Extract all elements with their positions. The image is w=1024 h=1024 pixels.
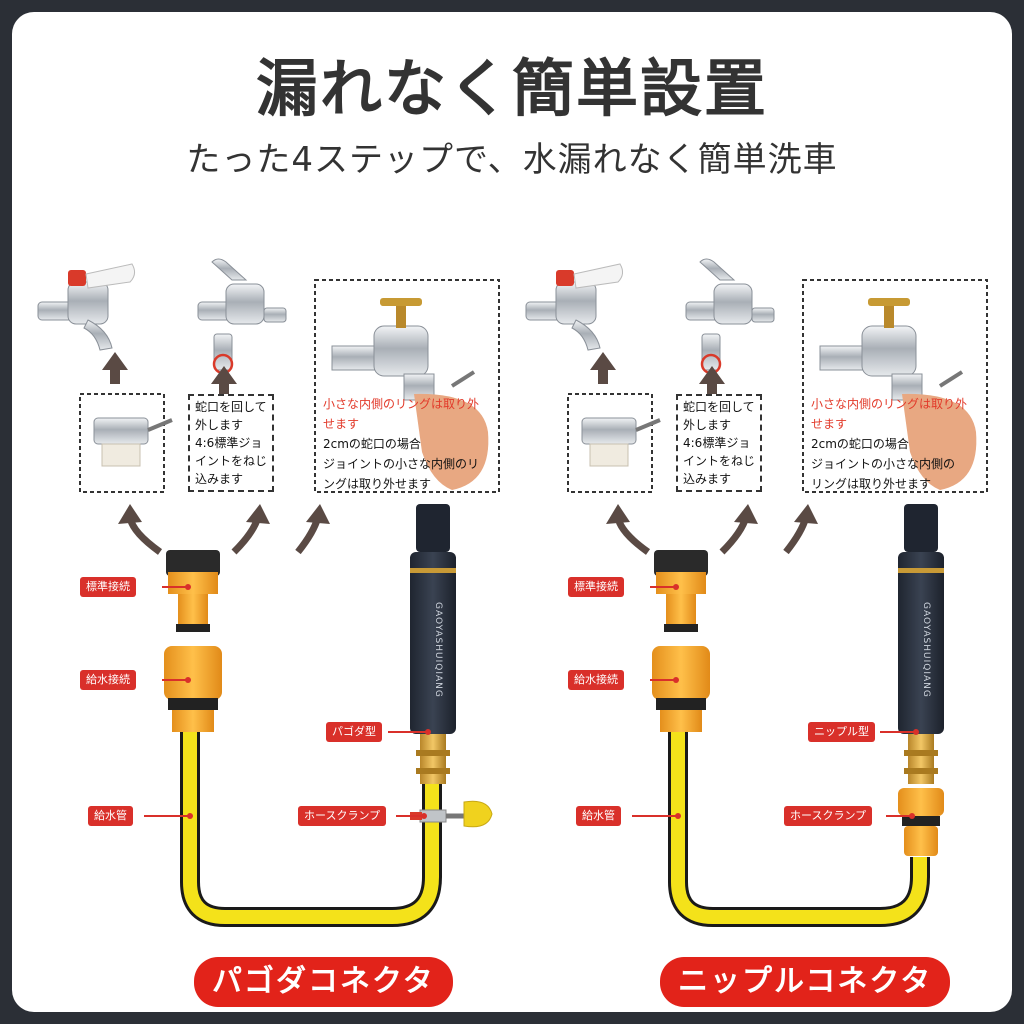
step-note: 蛇口を回して 外します 4:6標準ジョ イントをねじ 込みます (188, 394, 274, 492)
label-connector-type: パゴダ型 (326, 722, 382, 742)
standard-connector (166, 550, 220, 632)
label-hose-clamp: ホースクランプ (298, 806, 387, 826)
nipple-panel: GAOYASHUIQIANG (525, 258, 988, 927)
faucet-note: 小さな内側のリングは取り外 せます 2cmの蛇口の場合 ジョイントの小さな内側の… (323, 397, 480, 491)
faucet-image (525, 263, 624, 351)
pagoda-panel: GAOYASHUIQIANG (37, 258, 500, 927)
hose-clamp-connector (898, 788, 944, 856)
label-connector-type: ニップル型 (808, 722, 875, 742)
arrow-up-icon (102, 352, 128, 384)
supply-connector (164, 646, 222, 732)
label-hose-clamp: ホースクランプ (784, 806, 873, 826)
label-standard-connection: 標準接続 (568, 577, 624, 597)
faucet-image (197, 258, 287, 375)
label-supply-pipe: 給水管 (88, 806, 133, 826)
curved-arrow-icon (783, 504, 818, 555)
label-standard-connection: 標準接続 (80, 577, 136, 597)
label-supply-connection: 給水接続 (80, 670, 136, 690)
connector-image (581, 417, 661, 467)
label-supply-connection: 給水接続 (568, 670, 624, 690)
page-title: 漏れなく簡単設置 (255, 52, 768, 125)
supply-connector (652, 646, 710, 732)
supply-hose (671, 730, 927, 924)
standard-connector (654, 550, 708, 632)
pressure-nozzle: GAOYASHUIQIANG (898, 504, 944, 784)
curved-arrow-icon (118, 504, 163, 555)
caption-pagoda-connector: パゴダコネクタ (194, 957, 453, 1007)
page-subtitle: たった4ステップで、水漏れなく簡単洗車 (186, 140, 838, 180)
step-note: 蛇口を回して 外します 4:6標準ジョ イントをねじ 込みます (676, 394, 762, 492)
faucet-note: 小さな内側のリングは取り外 せます 2cmの蛇口の場合 ジョイントの小さな内側の… (811, 397, 968, 491)
label-supply-pipe: 給水管 (576, 806, 621, 826)
illustration-canvas: GAOYASHUIQIANG (37, 258, 988, 927)
faucet-hand-image (819, 298, 977, 490)
connector-image (93, 417, 173, 467)
supply-hose (183, 730, 439, 924)
arrow-up-icon (211, 366, 237, 396)
product-infographic: 漏れなく簡単設置 たった4ステップで、水漏れなく簡単洗車 (12, 12, 1012, 1012)
caption-nipple-connector: ニップルコネクタ (660, 957, 951, 1007)
curved-arrow-icon (606, 504, 651, 555)
nozzle-brand-text: GAOYASHUIQIANG (433, 602, 443, 698)
faucet-image (37, 263, 136, 351)
curved-arrow-icon (231, 504, 270, 555)
faucet-image (685, 258, 775, 375)
pressure-nozzle: GAOYASHUIQIANG (410, 504, 456, 784)
arrow-up-icon (699, 366, 725, 396)
nozzle-brand-text: GAOYASHUIQIANG (921, 602, 931, 698)
curved-arrow-icon (719, 504, 758, 555)
faucet-hand-image (331, 298, 489, 490)
arrow-up-icon (590, 352, 616, 384)
curved-arrow-icon (295, 504, 330, 555)
